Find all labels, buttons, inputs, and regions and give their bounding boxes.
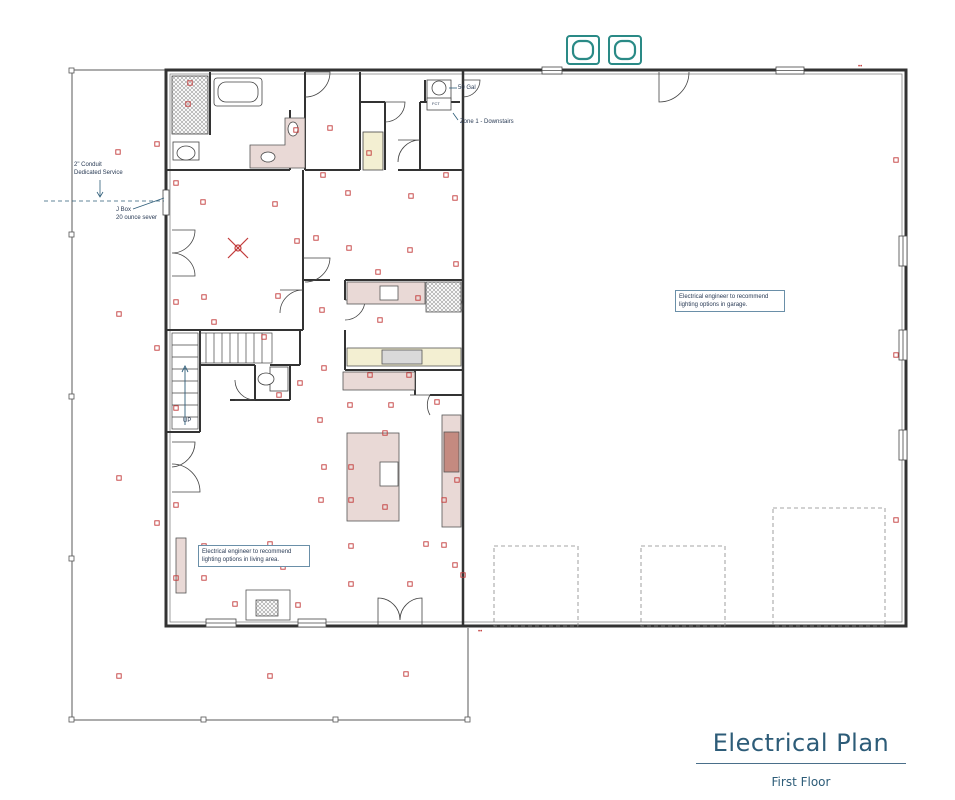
- garage-note-line2: lighting options in garage.: [679, 302, 748, 308]
- half-bath-fixtures: [257, 366, 289, 392]
- garage-lighting-note: Electrical engineer to recommend lightin…: [675, 290, 785, 312]
- hvac-zone-label: Zone 1 - Downstairs: [460, 119, 514, 125]
- plan-subtitle: First Floor: [771, 775, 831, 789]
- living-note-line1: Electrical engineer to recommend: [202, 549, 292, 555]
- jbox-note-line1: J Box: [116, 207, 132, 213]
- living-note-line2: lighting options in living area.: [202, 557, 280, 563]
- utility-fixtures: [426, 79, 452, 111]
- hvac-tag: FCT: [432, 101, 440, 106]
- kitchen-counters: [342, 281, 462, 528]
- svg-text:••: ••: [858, 64, 862, 70]
- fireplace: [175, 537, 291, 621]
- conduit-note: 2" Conduit Dedicated Service: [74, 161, 123, 177]
- switch-symbols: •• ••: [478, 64, 862, 635]
- stairs-up-label: UP: [183, 418, 192, 424]
- porch-posts: [68, 67, 471, 723]
- conduit-note-line2: Dedicated Service: [74, 170, 123, 176]
- car-outline: [566, 35, 642, 65]
- jbox-note: J Box 20 ounce sever: [116, 206, 157, 222]
- interior-walls: [166, 72, 463, 433]
- living-lighting-note: Electrical engineer to recommend lightin…: [198, 545, 310, 567]
- svg-text:••: ••: [478, 629, 482, 635]
- conduit-note-line1: 2" Conduit: [74, 162, 102, 168]
- windows: [162, 66, 908, 628]
- garage-parking-bays: [493, 507, 886, 627]
- service-conduit: [44, 87, 459, 210]
- jbox-note-line2: 20 ounce sever: [116, 215, 158, 221]
- plan-title: Electrical Plan: [712, 729, 890, 757]
- garage-note-line1: Electrical engineer to recommend: [679, 294, 769, 300]
- water-heater-label: 50 Gal: [458, 85, 476, 91]
- master-bath-fixtures: [171, 75, 384, 171]
- title-divider: [696, 763, 906, 764]
- ceiling-fan-symbol: [227, 237, 249, 259]
- stairs: [171, 332, 273, 430]
